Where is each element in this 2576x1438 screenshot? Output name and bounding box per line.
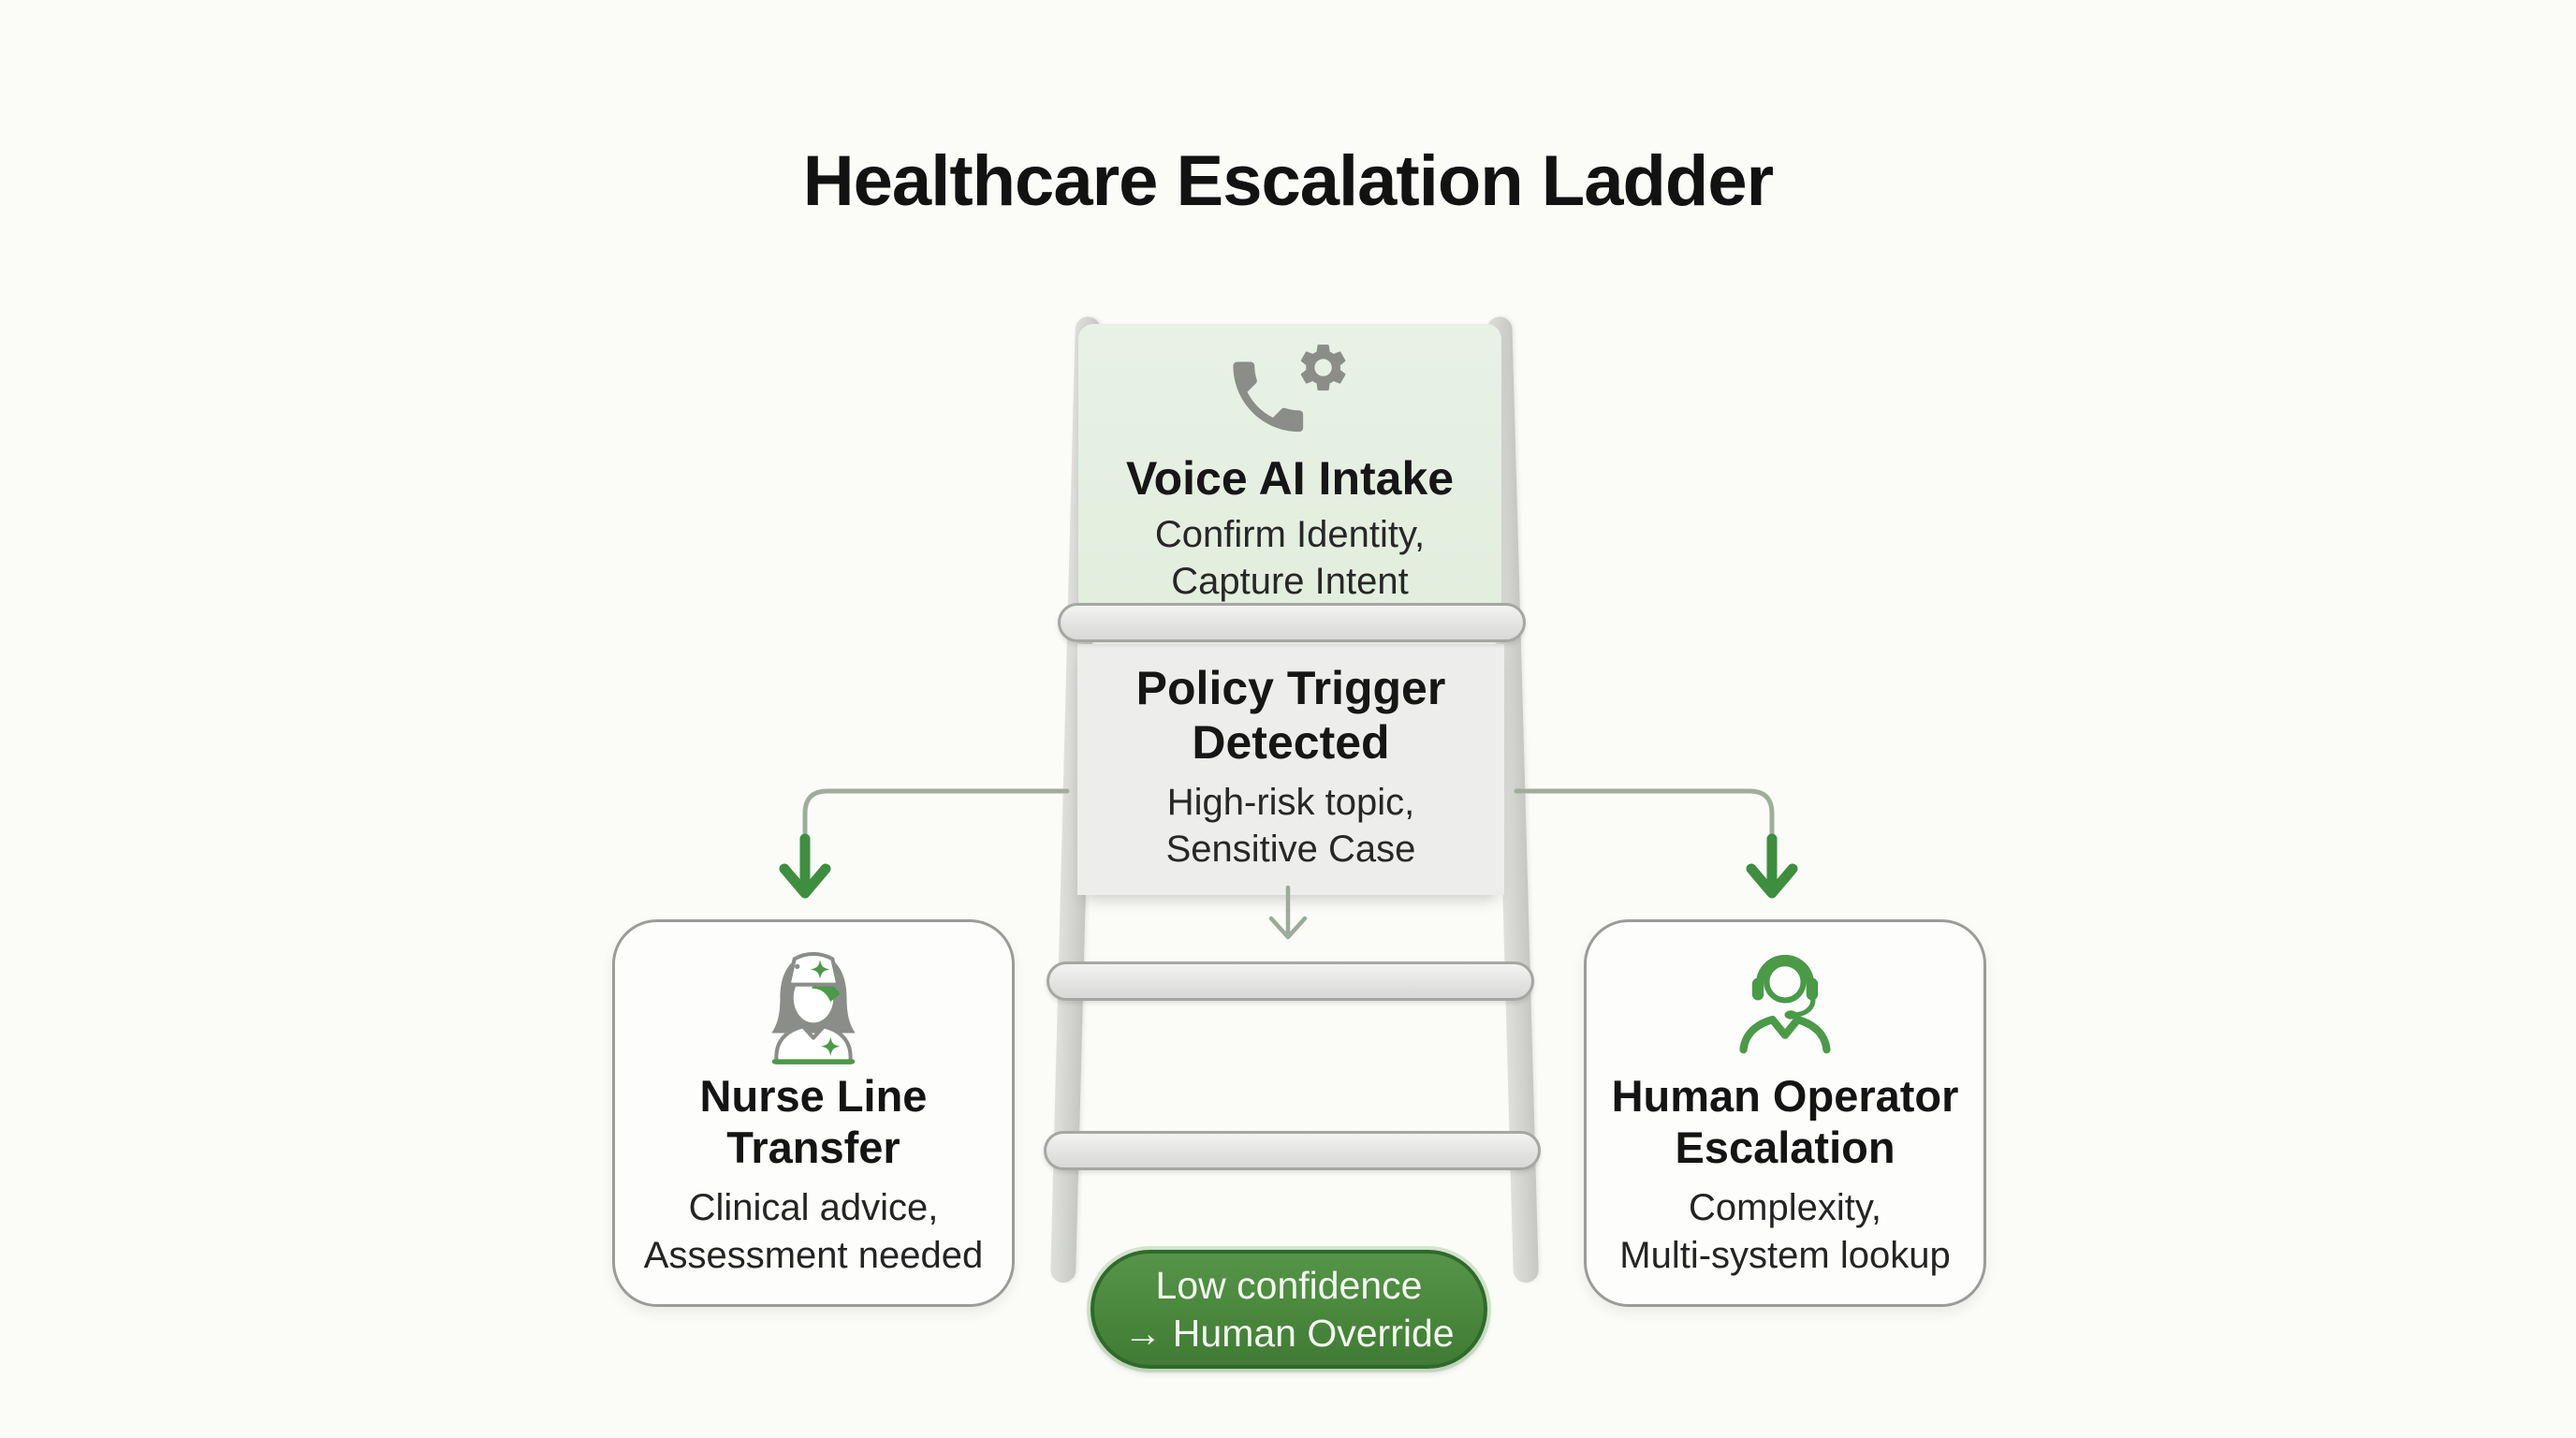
intake-subtitle: Confirm Identity, Capture Intent: [1155, 511, 1425, 605]
right-branch-arrow: [1514, 788, 1798, 899]
operator-card-subtitle: Complexity, Multi-system lookup: [1619, 1184, 1950, 1280]
step-down-arrow-icon: [1268, 885, 1308, 940]
operator-card-title-line1: Human Operator: [1611, 1071, 1959, 1121]
policy-title-line2: Detected: [1192, 716, 1390, 769]
operator-headset-icon: [1727, 939, 1843, 1066]
ladder-rung-2: [1046, 961, 1534, 1001]
intake-subtitle-line1: Confirm Identity,: [1154, 514, 1426, 555]
ladder-rung-1: [1058, 603, 1526, 642]
operator-card-title: Human Operator Escalation: [1612, 1070, 1959, 1173]
left-branch-arrow: [779, 788, 1070, 899]
policy-subtitle: High-risk topic, Sensitive Case: [1166, 779, 1416, 873]
policy-trigger-panel: Policy Trigger Detected High-risk topic,…: [1077, 644, 1504, 895]
nurse-card-title-line1: Nurse Line: [699, 1071, 928, 1121]
operator-card-subtitle-line2: Multi-system lookup: [1619, 1235, 1951, 1276]
voice-ai-intake-panel: Voice AI Intake Confirm Identity, Captur…: [1078, 324, 1501, 609]
policy-subtitle-line1: High-risk topic,: [1166, 782, 1415, 823]
nurse-card-title-line2: Transfer: [726, 1123, 900, 1172]
override-badge-line1: Low confidence: [1155, 1263, 1423, 1307]
page-title: Healthcare Escalation Ladder: [802, 141, 1774, 221]
nurse-line-card: Nurse Line Transfer Clinical advice, Ass…: [612, 919, 1015, 1307]
policy-title-line1: Policy Trigger: [1135, 662, 1446, 714]
nurse-card-subtitle: Clinical advice, Assessment needed: [644, 1184, 983, 1280]
ladder-rung-3: [1044, 1131, 1541, 1170]
intake-title: Voice AI Intake: [1125, 452, 1455, 505]
phone-gear-icon: [1220, 339, 1360, 444]
intake-subtitle-line2: Capture Intent: [1171, 561, 1409, 602]
operator-card-title-line2: Escalation: [1675, 1123, 1895, 1172]
policy-subtitle-line2: Sensitive Case: [1165, 829, 1416, 870]
operator-card-subtitle-line1: Complexity,: [1689, 1187, 1881, 1228]
nurse-card-title: Nurse Line Transfer: [700, 1070, 928, 1173]
nurse-card-subtitle-line1: Clinical advice,: [688, 1187, 939, 1228]
policy-title: Policy Trigger Detected: [1136, 661, 1446, 770]
override-badge-line2: → Human Override: [1123, 1311, 1455, 1355]
nurse-icon: [761, 939, 866, 1066]
human-operator-card: Human Operator Escalation Complexity, Mu…: [1584, 919, 1986, 1307]
nurse-card-subtitle-line2: Assessment needed: [643, 1235, 984, 1276]
override-badge: Low confidence → Human Override: [1090, 1250, 1487, 1369]
